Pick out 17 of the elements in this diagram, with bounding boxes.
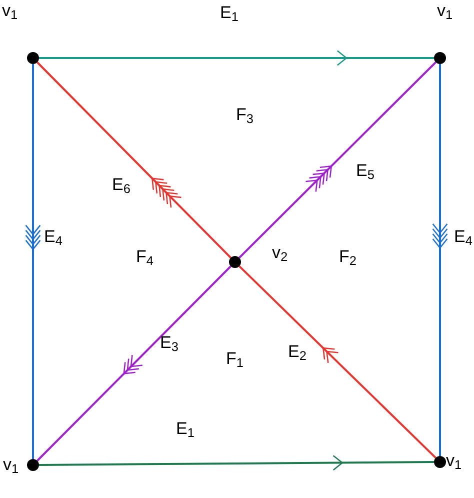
vertex-label: v$_{1}$ [437,2,453,19]
edge-label: E$_{4}$ [454,228,472,245]
edge-label: E$_{3}$ [160,334,178,351]
edge-label: E$_{1}$ [176,420,194,437]
vertex-label: v$_{1}$ [3,456,19,473]
vertex-label: v$_{1}$ [2,2,18,19]
face-label: F$_{3}$ [236,106,254,123]
face-label: F$_{2}$ [339,248,356,265]
edge-label: E$_{2}$ [288,343,306,360]
face-label: F$_{1}$ [226,350,244,367]
face-label: F$_{4}$ [136,248,154,265]
vertex-label: v$_{2}$ [272,244,288,261]
edge-label: E$_{1}$ [220,4,238,21]
edge-label: E$_{4}$ [44,228,62,245]
edge-label: E$_{6}$ [112,176,130,193]
edge-label: E$_{5}$ [356,162,374,179]
vertex-label: v$_{1}$ [446,452,462,469]
